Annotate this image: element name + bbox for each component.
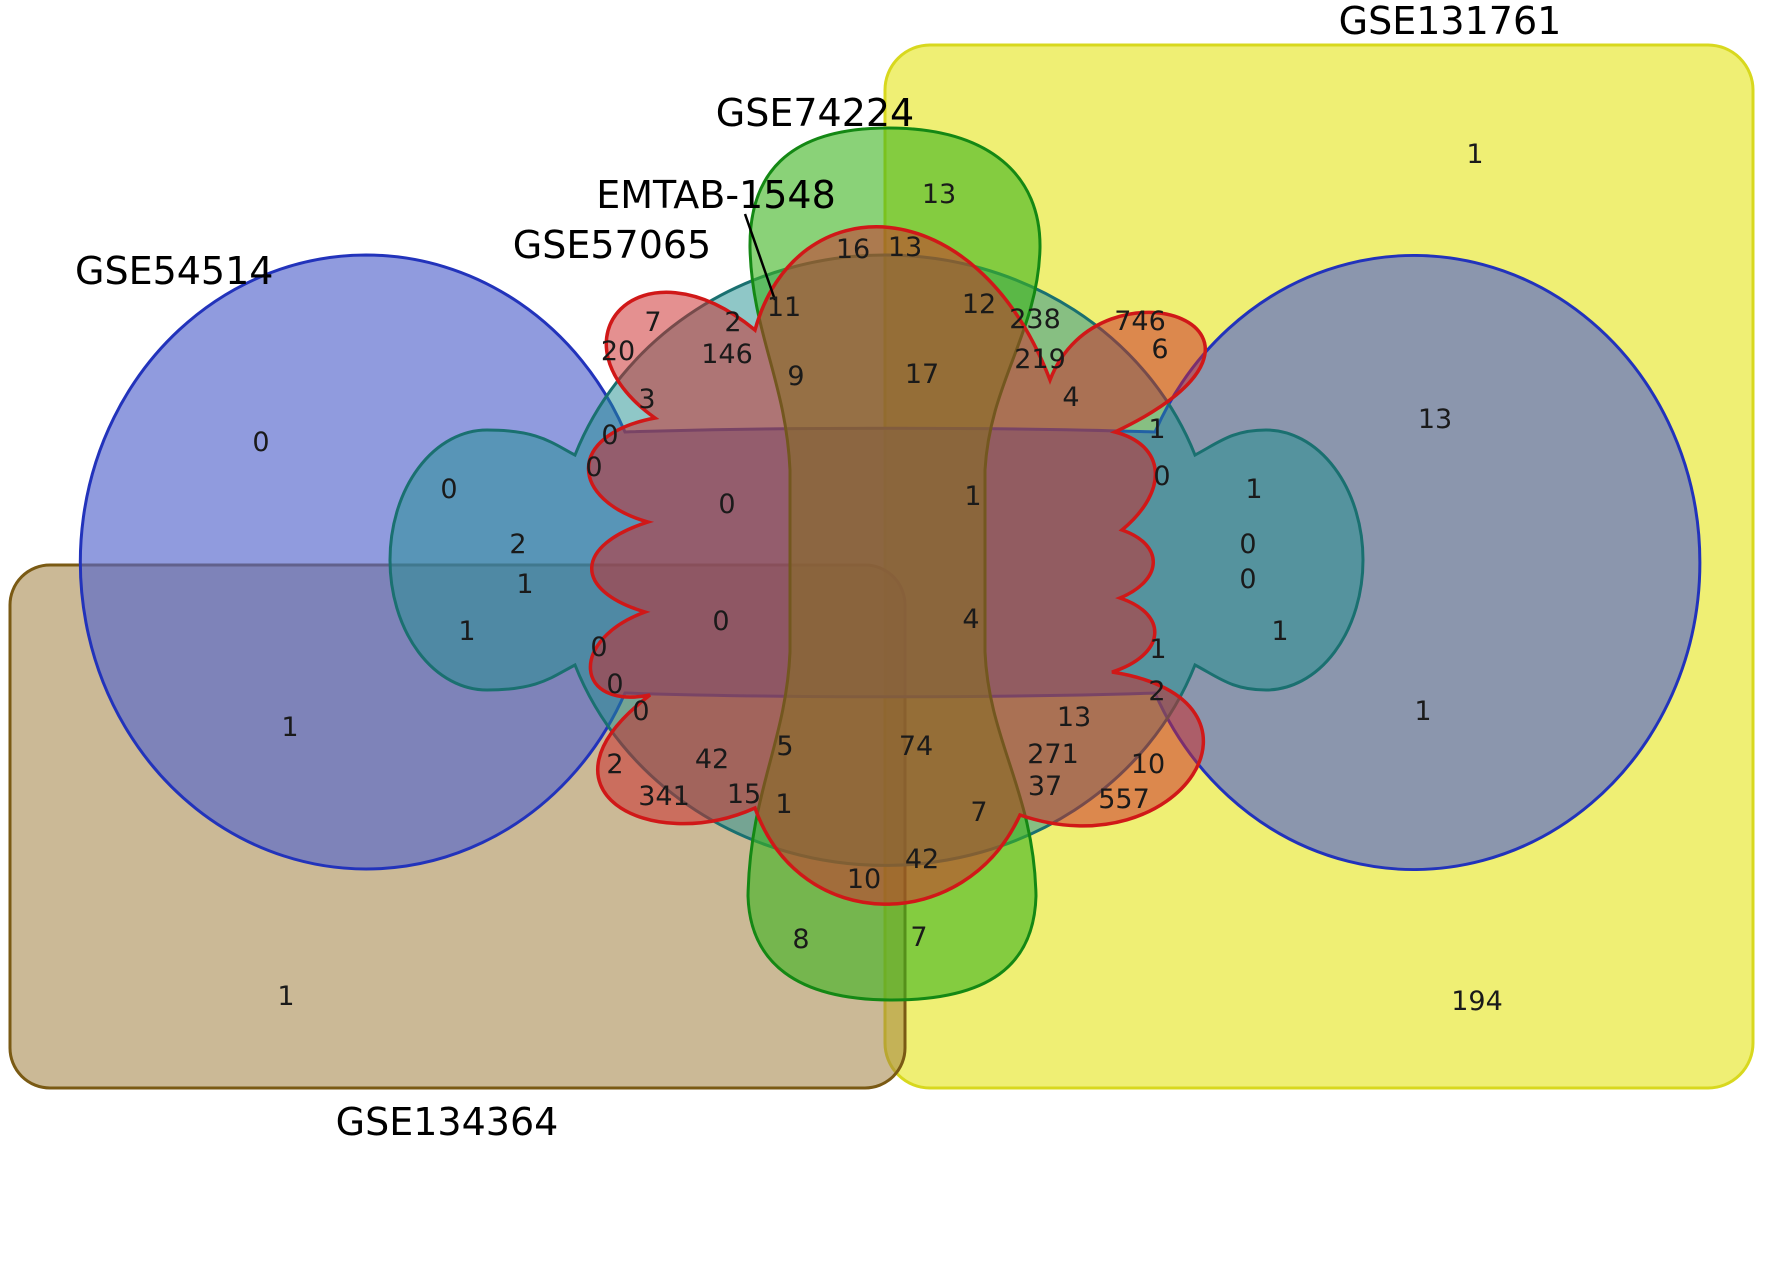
region-count: 1	[277, 981, 294, 1012]
region-count: 15	[727, 779, 761, 810]
region-count: 0	[585, 452, 602, 483]
region-count: 0	[601, 420, 618, 451]
region-count: 2	[1148, 676, 1165, 707]
region-count: 2	[509, 529, 526, 560]
region-count: 0	[606, 669, 623, 700]
region-count: 7	[644, 307, 661, 338]
region-count: 146	[701, 339, 753, 370]
region-count: 0	[252, 427, 269, 458]
set-shape-gse57065	[586, 225, 1207, 906]
region-count: 341	[638, 781, 690, 812]
region-count: 1	[964, 481, 981, 512]
region-count: 13	[922, 179, 956, 210]
region-count: 3	[638, 384, 655, 415]
region-count: 0	[1239, 529, 1256, 560]
region-count: 2	[606, 749, 623, 780]
region-count: 0	[1153, 461, 1170, 492]
region-count: 0	[1239, 564, 1256, 595]
region-count: 1	[281, 712, 298, 743]
region-count: 0	[590, 632, 607, 663]
region-count: 4	[962, 604, 979, 635]
region-count: 9	[787, 361, 804, 392]
region-count: 8	[792, 924, 809, 955]
region-count: 746	[1114, 306, 1166, 337]
region-count: 6	[1151, 334, 1168, 365]
region-count: 1	[1148, 414, 1165, 445]
region-count: 10	[1131, 749, 1165, 780]
set-label-gse134364: GSE134364	[336, 1100, 559, 1144]
region-count: 0	[440, 474, 457, 505]
set-label-gse54514: GSE54514	[75, 249, 273, 293]
region-count: 1	[775, 789, 792, 820]
region-count: 1	[1466, 139, 1483, 170]
region-count: 1	[1245, 474, 1262, 505]
region-count: 5	[776, 731, 793, 762]
region-count: 13	[1418, 404, 1452, 435]
region-count: 1	[1149, 634, 1166, 665]
region-count: 13	[888, 232, 922, 263]
set-label-emtab-1548: EMTAB-1548	[596, 173, 836, 217]
region-count: 13	[1057, 702, 1091, 733]
set-label-gse57065: GSE57065	[513, 223, 711, 267]
region-count: 4	[1062, 382, 1079, 413]
region-count: 271	[1027, 739, 1079, 770]
region-count: 1	[458, 616, 475, 647]
region-count: 2	[724, 307, 741, 338]
region-count: 74	[899, 731, 933, 762]
region-count: 37	[1028, 771, 1062, 802]
region-count: 42	[695, 744, 729, 775]
region-count: 16	[836, 234, 870, 265]
region-count: 7	[910, 922, 927, 953]
region-count: 11	[767, 292, 801, 323]
set-label-gse74224: GSE74224	[716, 91, 914, 135]
region-count: 20	[601, 336, 635, 367]
region-count: 1	[1414, 696, 1431, 727]
region-count: 0	[712, 606, 729, 637]
region-count: 10	[847, 864, 881, 895]
region-count: 0	[718, 489, 735, 520]
region-count: 0	[632, 696, 649, 727]
region-count: 7	[970, 797, 987, 828]
region-count: 1	[1271, 616, 1288, 647]
region-count: 219	[1014, 344, 1066, 375]
set-label-gse131761: GSE131761	[1339, 0, 1562, 43]
emtab-1548-pointer-line	[743, 213, 777, 301]
region-count: 42	[905, 844, 939, 875]
region-count: 194	[1451, 986, 1503, 1017]
region-count: 1	[516, 569, 533, 600]
region-count: 12	[962, 289, 996, 320]
region-count: 17	[905, 359, 939, 390]
region-count: 238	[1009, 304, 1061, 335]
region-count: 557	[1098, 784, 1150, 815]
